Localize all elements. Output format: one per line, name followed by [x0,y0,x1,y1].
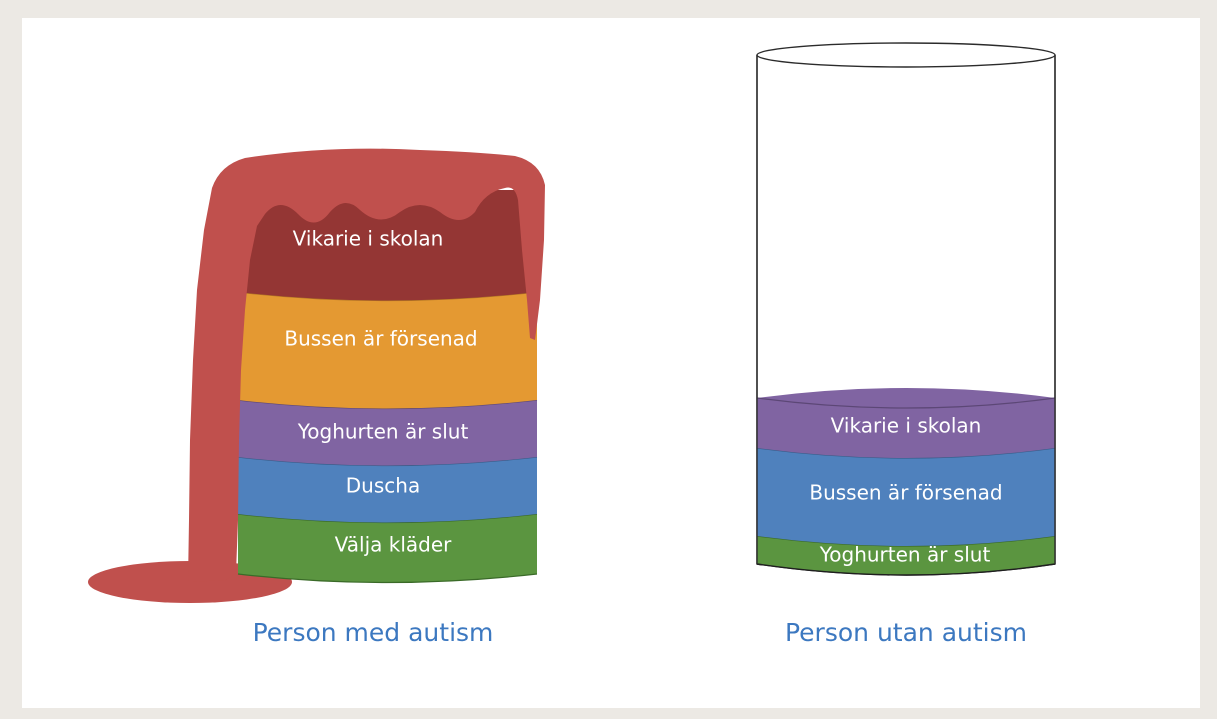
left-stack: Välja kläder Duscha Yoghurten är slut Bu… [88,148,545,603]
right-stack: Yoghurten är slut Bussen är försenad Vik… [756,42,1056,576]
left-layer-4-label: Duscha [346,474,420,498]
overflow-liquid [188,148,545,582]
left-layer-1-label: Vikarie i skolan [293,227,444,251]
right-layer-3-label: Yoghurten är slut [819,543,991,567]
left-layer-5: Välja kläder [237,505,538,584]
left-layer-3: Yoghurten är slut [237,391,538,466]
left-layer-2-label: Bussen är försenad [284,327,477,351]
right-layer-1: Vikarie i skolan [756,388,1056,458]
cylinder-top [756,42,1056,68]
right-caption: Person utan autism [785,618,1027,647]
left-layer-2: Bussen är försenad [237,283,538,409]
right-layer-2-label: Bussen är försenad [809,481,1002,505]
right-layer-1-label: Vikarie i skolan [831,414,982,438]
left-caption: Person med autism [253,618,494,647]
left-layer-3-label: Yoghurten är slut [297,420,469,444]
left-layer-5-label: Välja kläder [335,533,453,557]
